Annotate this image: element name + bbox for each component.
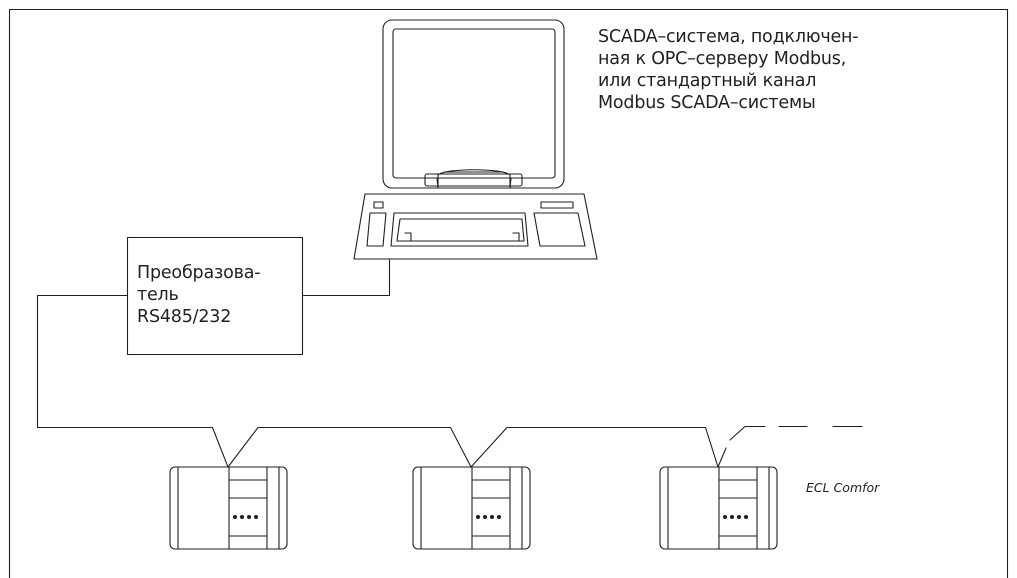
scada-caption: SCADA–система, подключен- ная к OPC–серв… (598, 27, 859, 113)
controller-2 (412, 466, 531, 550)
keyboard-icon (353, 193, 598, 260)
bus-segment-3 (717, 447, 727, 468)
controller-1 (169, 466, 288, 550)
diagram-border (8, 8, 1009, 578)
bus-segment-2 (470, 426, 719, 468)
bus-continuation (729, 425, 863, 441)
controller-caption: ECL Comfor (806, 480, 880, 495)
bus-segment-1 (227, 426, 472, 468)
controller-3 (659, 466, 778, 550)
converter-caption: Преобразова- тель RS485/232 (137, 263, 261, 327)
converter-box (126, 236, 304, 356)
cable-converter-bus (36, 294, 229, 468)
cable-pc-converter (302, 259, 391, 297)
monitor-icon (382, 19, 565, 189)
